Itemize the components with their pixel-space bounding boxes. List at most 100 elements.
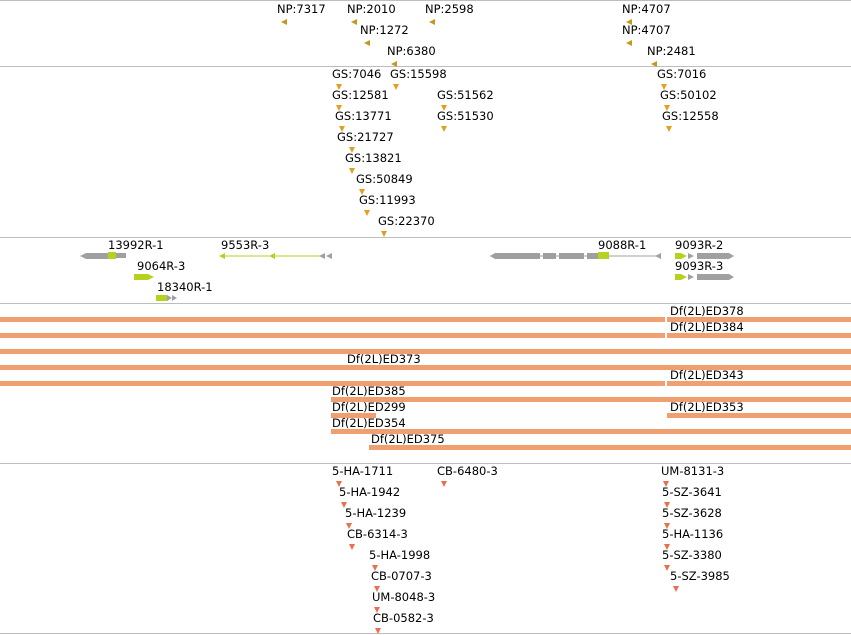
gene-exon[interactable]: [80, 253, 108, 259]
np-insertion-marker[interactable]: [651, 61, 657, 67]
gene-exon[interactable]: [681, 274, 687, 280]
np-insertion-label[interactable]: NP:2598: [425, 2, 474, 16]
np-insertion-label[interactable]: NP:1272: [360, 23, 409, 37]
gs-insertion-label[interactable]: GS:51562: [437, 88, 494, 102]
gs-insertion-marker[interactable]: [441, 126, 447, 132]
strain-label[interactable]: 5-HA-1998: [369, 548, 431, 562]
strain-label[interactable]: 5-HA-1942: [339, 485, 401, 499]
strain-marker[interactable]: [664, 523, 670, 529]
gene-label[interactable]: 9093R-2: [675, 238, 724, 252]
np-insertion-marker[interactable]: [391, 61, 397, 67]
strain-label[interactable]: 5-SZ-3628: [662, 506, 722, 520]
gs-insertion-marker[interactable]: [364, 210, 370, 216]
gs-insertion-marker[interactable]: [359, 189, 365, 195]
gs-insertion-label[interactable]: GS:13821: [345, 151, 402, 165]
np-insertion-label[interactable]: NP:4707: [622, 23, 671, 37]
strain-label[interactable]: UM-8048-3: [372, 590, 436, 604]
strain-marker[interactable]: [664, 502, 670, 508]
np-insertion-label[interactable]: NP:4707: [622, 2, 671, 16]
gs-insertion-marker[interactable]: [349, 147, 355, 153]
gs-insertion-label[interactable]: GS:22370: [378, 214, 435, 228]
gene-label[interactable]: 13992R-1: [108, 238, 164, 252]
deficiency-bar[interactable]: [667, 333, 851, 338]
gs-insertion-marker[interactable]: [381, 231, 387, 237]
deficiency-label[interactable]: Df(2L)ED299: [332, 400, 406, 414]
gene-exon[interactable]: [167, 295, 172, 301]
strain-label[interactable]: UM-8131-3: [661, 464, 725, 478]
deficiency-label[interactable]: Df(2L)ED354: [332, 416, 406, 430]
gene-label[interactable]: 18340R-1: [157, 280, 213, 294]
gene-exon[interactable]: [697, 274, 734, 280]
gene-exon[interactable]: [108, 252, 116, 259]
gene-label[interactable]: 9093R-3: [675, 259, 724, 273]
gene-exon[interactable]: [172, 295, 177, 301]
strain-marker[interactable]: [441, 481, 447, 487]
gs-insertion-marker[interactable]: [393, 84, 399, 90]
gene-exon[interactable]: [134, 274, 148, 280]
strain-label[interactable]: 5-SZ-3380: [662, 548, 722, 562]
gene-label[interactable]: 9064R-3: [137, 259, 186, 273]
deficiency-label[interactable]: Df(2L)ED373: [347, 352, 421, 366]
gs-insertion-marker[interactable]: [441, 105, 447, 111]
strain-label[interactable]: CB-6480-3: [437, 464, 498, 478]
gene-exon[interactable]: [219, 253, 225, 259]
strain-label[interactable]: 5-HA-1136: [662, 527, 724, 541]
np-insertion-label[interactable]: NP:7317: [277, 2, 326, 16]
gene-exon[interactable]: [156, 295, 167, 301]
strain-label[interactable]: 5-SZ-3641: [662, 485, 722, 499]
gene-exon[interactable]: [587, 253, 598, 259]
deficiency-bar[interactable]: [0, 349, 851, 354]
gs-insertion-label[interactable]: GS:50102: [660, 88, 717, 102]
strain-marker[interactable]: [375, 628, 381, 634]
strain-label[interactable]: 5-HA-1711: [332, 464, 394, 478]
gs-insertion-label[interactable]: GS:13771: [335, 109, 392, 123]
gs-insertion-marker[interactable]: [664, 105, 670, 111]
gs-insertion-marker[interactable]: [336, 105, 342, 111]
deficiency-bar[interactable]: [0, 333, 665, 338]
gene-exon[interactable]: [543, 253, 556, 259]
strain-marker[interactable]: [341, 502, 347, 508]
strain-label[interactable]: 5-HA-1239: [345, 506, 407, 520]
deficiency-bar[interactable]: [0, 317, 665, 322]
gs-insertion-label[interactable]: GS:7046: [332, 67, 382, 81]
deficiency-label[interactable]: Df(2L)ED343: [670, 368, 744, 382]
gene-exon[interactable]: [326, 253, 332, 259]
gene-exon[interactable]: [598, 252, 609, 259]
deficiency-label[interactable]: Df(2L)ED385: [332, 384, 406, 398]
np-insertion-marker[interactable]: [281, 19, 287, 25]
strain-label[interactable]: CB-0582-3: [373, 611, 434, 625]
gene-label[interactable]: 9553R-3: [221, 238, 270, 252]
np-insertion-marker[interactable]: [626, 40, 632, 46]
strain-marker[interactable]: [346, 523, 352, 529]
deficiency-bar[interactable]: [667, 317, 851, 322]
gs-insertion-marker[interactable]: [336, 84, 342, 90]
gene-exon[interactable]: [655, 253, 661, 259]
gs-insertion-label[interactable]: GS:12558: [662, 109, 719, 123]
gene-exon[interactable]: [559, 253, 584, 259]
deficiency-bar[interactable]: [0, 381, 665, 386]
deficiency-bar[interactable]: [0, 365, 851, 370]
np-insertion-label[interactable]: NP:2481: [647, 44, 696, 58]
deficiency-bar[interactable]: [331, 397, 851, 402]
np-insertion-label[interactable]: NP:2010: [347, 2, 396, 16]
gene-exon[interactable]: [116, 253, 126, 258]
deficiency-bar[interactable]: [331, 429, 851, 434]
strain-marker[interactable]: [663, 481, 669, 487]
gs-insertion-marker[interactable]: [339, 126, 345, 132]
gene-exon[interactable]: [490, 253, 540, 259]
np-insertion-marker[interactable]: [364, 40, 370, 46]
gs-insertion-marker[interactable]: [661, 84, 667, 90]
strain-label[interactable]: CB-6314-3: [347, 527, 408, 541]
np-insertion-marker[interactable]: [429, 19, 435, 25]
strain-label[interactable]: 5-SZ-3985: [670, 569, 730, 583]
gs-insertion-marker[interactable]: [666, 126, 672, 132]
gene-exon[interactable]: [675, 274, 681, 280]
gs-insertion-label[interactable]: GS:50849: [356, 172, 413, 186]
deficiency-label[interactable]: Df(2L)ED375: [371, 432, 445, 446]
strain-label[interactable]: CB-0707-3: [371, 569, 432, 583]
strain-marker[interactable]: [372, 565, 378, 571]
gene-exon[interactable]: [688, 274, 694, 280]
strain-marker[interactable]: [673, 586, 679, 592]
np-insertion-marker[interactable]: [626, 19, 632, 25]
gs-insertion-label[interactable]: GS:11993: [359, 193, 416, 207]
